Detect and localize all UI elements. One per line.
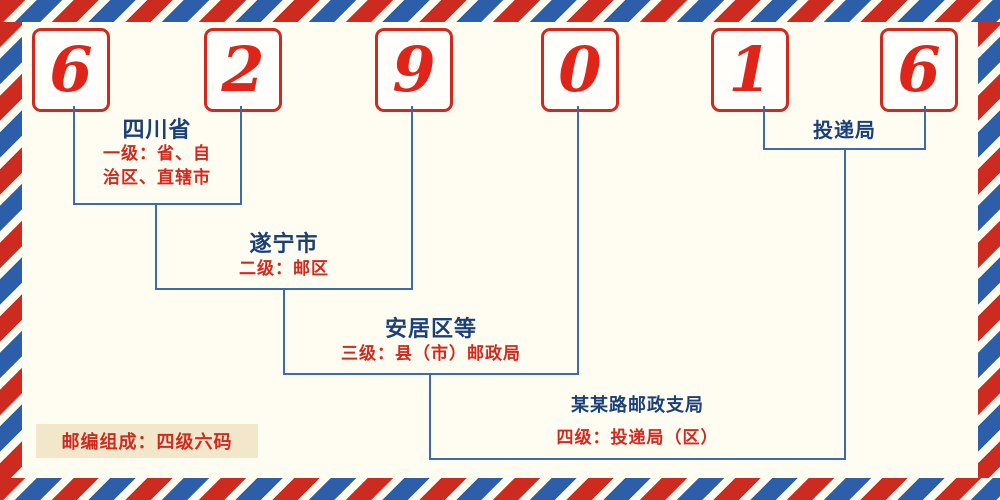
digit-box-2: 2 [204, 28, 282, 112]
airmail-border-top [0, 0, 1000, 22]
delivery-title: 投递局 [813, 118, 876, 142]
bracket-level2-left-line [155, 205, 157, 290]
level1-desc-line2: 治区、直辖市 [103, 168, 211, 188]
airmail-border-bottom [0, 478, 1000, 500]
digit-box-5: 1 [711, 28, 789, 112]
bracket-level1-bottom-line [73, 203, 242, 205]
bracket-level3-right-line [577, 106, 579, 375]
digit-box-4: 0 [541, 28, 619, 112]
digit-box-3: 9 [375, 28, 453, 112]
level1-desc-line1: 一级：省、自 [103, 144, 211, 164]
level2-title: 遂宁市 [249, 232, 319, 257]
level2-desc: 二级：邮区 [239, 259, 329, 279]
bracket-level2-bottom-line [155, 288, 413, 290]
digit-box-1: 6 [32, 28, 110, 112]
bracket-level4-right-line [844, 150, 846, 460]
airmail-border-left [0, 22, 22, 478]
bracket-delivery-right-line [924, 106, 926, 150]
bracket-level3-bottom-line [283, 373, 579, 375]
bracket-level4-bottom-line [429, 458, 846, 460]
level4-title: 某某路邮政支局 [571, 395, 704, 416]
bracket-level4-left-line [429, 375, 431, 460]
bracket-level2-right-line [411, 106, 413, 290]
level3-title: 安居区等 [384, 317, 477, 342]
bracket-level1-right-line [240, 106, 242, 205]
airmail-border-right [978, 22, 1000, 478]
level4-desc: 四级：投递局（区） [556, 428, 719, 448]
bracket-level3-left-line [283, 290, 285, 375]
composition-note: 邮编组成：四级六码 [36, 424, 258, 458]
level1-title: 四川省 [122, 118, 192, 143]
bracket-delivery-bottom-line [763, 148, 926, 150]
bracket-level1-left-line [73, 106, 75, 205]
level3-desc: 三级：县（市）邮政局 [341, 344, 521, 364]
bracket-delivery-left-line [763, 106, 765, 150]
digit-box-6: 6 [880, 28, 958, 112]
